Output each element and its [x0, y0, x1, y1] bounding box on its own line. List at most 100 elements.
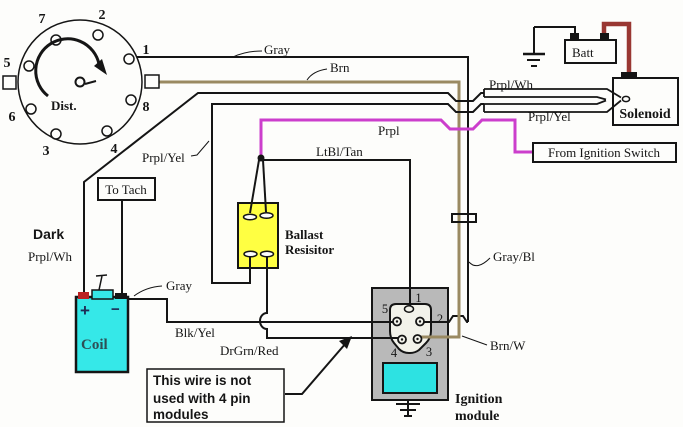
to-tach-label: To Tach: [105, 182, 147, 197]
coil-plus-sign: +: [80, 301, 90, 320]
solenoid-arrow-tip: [621, 95, 631, 103]
blk-yel-wire: [126, 298, 393, 323]
brn-w-label: Brn/W: [490, 338, 526, 353]
ballast-terminal-tr: [259, 211, 274, 220]
to-tach: To Tach: [97, 177, 156, 201]
battery-terminal-pos: [600, 33, 609, 41]
distributor-right-tab: [144, 74, 160, 89]
from-ignition-switch-label: From Ignition Switch: [548, 145, 660, 160]
solenoid-arrow-hollow-wires: [483, 88, 622, 113]
note-arrow-line: [285, 342, 347, 395]
prpl-yel-left-leader: [190, 140, 210, 157]
cyl-number-5: 5: [4, 56, 11, 71]
brn-w-leader: [461, 335, 488, 346]
module-pin1-number: 1: [415, 291, 421, 305]
cyl-number-6: 6: [9, 110, 16, 125]
prpl-yel-wire: [211, 103, 484, 284]
coil-tower-wire: [95, 274, 108, 291]
cyl-number-8: 8: [143, 100, 150, 115]
solenoid: Solenoid: [619, 72, 671, 122]
distributor: 7 2 1 8 4 3 6 5 Dist.: [2, 8, 160, 159]
brn-label-leader: [306, 68, 328, 81]
brn-label: Brn: [330, 60, 350, 75]
coil: + − Coil: [74, 274, 130, 374]
rotation-arrow-head: [94, 59, 107, 75]
prpl-junction-dot: [257, 154, 265, 162]
drgrn-red-label: DrGrn/Red: [220, 343, 279, 358]
battery-box: [564, 39, 617, 64]
coil-label: Coil: [81, 337, 108, 353]
plug-tower-3: [50, 128, 62, 140]
ballast-resistor-box: [237, 202, 279, 269]
gray-label-leader: [232, 50, 263, 58]
prpl-wire: [259, 118, 533, 157]
coil-plus-terminal: [78, 292, 89, 299]
dark-label: Dark: [33, 226, 64, 242]
module-pin5-number: 5: [382, 302, 388, 316]
ballast-terminal-tl: [242, 213, 258, 221]
battery-cable: [601, 21, 632, 73]
ballast-terminal-bl: [243, 250, 258, 258]
module-ground: [396, 400, 420, 417]
gray-coil-label: Gray: [166, 278, 192, 293]
note-arrow-head: [339, 336, 352, 349]
coil-body: [74, 295, 130, 374]
battery-label: Batt: [572, 45, 594, 60]
cyl-number-7: 7: [39, 12, 46, 27]
prpl-wh-wire: [83, 92, 484, 292]
coil-minus-sign: −: [111, 301, 120, 318]
ignition-module: 5 1 2 4 3 Ignition module: [382, 291, 503, 424]
ballast-terminal-br: [259, 250, 275, 258]
battery-terminal-neg: [570, 33, 579, 41]
module-pin2-number: 2: [437, 312, 443, 326]
ballast-label-line1: Ballast: [285, 227, 324, 242]
ballast-fan-right: [262, 159, 267, 213]
plug-tower-8: [125, 94, 137, 106]
note-line3: modules: [153, 407, 209, 422]
module-cyan-label: [382, 362, 438, 394]
module-pin3-number: 3: [426, 345, 432, 359]
rotation-arrow: [34, 37, 101, 98]
note-box: This wire is not used with 4 pin modules: [146, 368, 285, 423]
ballast-resistor: Ballast Resisitor: [242, 211, 334, 258]
plug-tower-2: [92, 29, 104, 41]
rotor-center: [74, 76, 86, 88]
plug-tower-4: [101, 125, 113, 137]
gray-bl-leader: [468, 257, 491, 267]
battery-ground: [523, 26, 576, 67]
prpl-yel-left-label: Prpl/Yel: [142, 150, 185, 165]
cyl-number-2: 2: [99, 8, 106, 23]
coil-center-tower: [91, 289, 114, 300]
note-line1: This wire is not: [153, 373, 252, 388]
plug-tower-5: [23, 60, 35, 72]
ballast-fan-left: [249, 159, 260, 214]
module-pin1-socket: [403, 305, 415, 313]
plug-tower-1: [123, 53, 135, 65]
gray-top-label: Gray: [264, 42, 290, 57]
blk-yel-label: Blk/Yel: [175, 325, 215, 340]
battery: Batt: [564, 33, 617, 64]
cyl-number-3: 3: [43, 144, 50, 159]
module-label-line1: Ignition: [455, 392, 503, 407]
distributor-label: Dist.: [51, 98, 77, 113]
drgrn-red-wire: [259, 256, 398, 339]
inline-connector: [451, 213, 477, 223]
rotor-arm: [84, 80, 97, 85]
prpl-label: Prpl: [378, 123, 400, 138]
solenoid-box: [612, 77, 679, 126]
distributor-left-tab: [2, 75, 17, 90]
plug-tower-6: [25, 103, 37, 115]
solenoid-label: Solenoid: [619, 107, 671, 122]
prpl-yel-solenoid-label: Prpl/Yel: [528, 109, 571, 124]
cyl-number-4: 4: [111, 142, 118, 157]
gray-bl-label: Gray/Bl: [493, 249, 535, 264]
prpl-wh-left-label: Prpl/Wh: [28, 249, 73, 264]
gray-wire: [133, 56, 469, 322]
coil-minus-terminal: [115, 293, 127, 299]
ltbl-tan-label: LtBl/Tan: [316, 144, 363, 159]
module-pin4-number: 4: [391, 346, 398, 360]
module-label-line2: module: [455, 409, 499, 424]
solenoid-terminal: [621, 72, 637, 79]
